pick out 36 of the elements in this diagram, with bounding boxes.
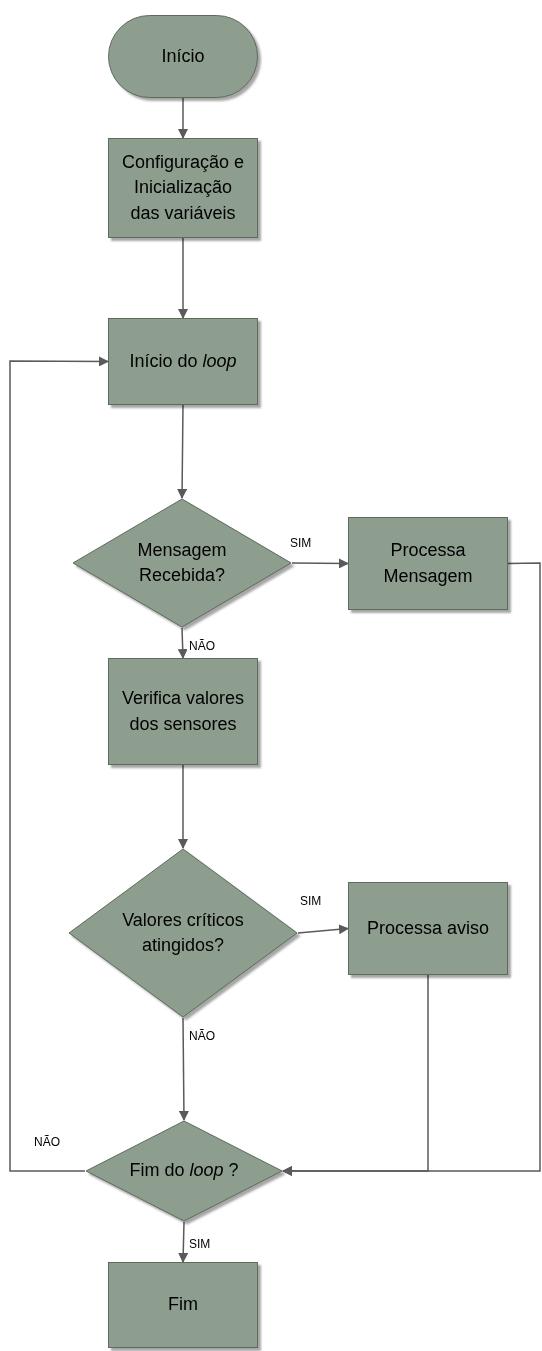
process-box bbox=[108, 138, 258, 238]
decision-diamond bbox=[85, 1120, 283, 1222]
arrow bbox=[291, 558, 349, 569]
decision-diamond bbox=[72, 498, 292, 628]
arrow bbox=[178, 97, 188, 139]
node-text: Mensagem Recebida? bbox=[136, 538, 228, 587]
edge-label: NÃO bbox=[187, 1030, 217, 1042]
edge-label: SIM bbox=[298, 895, 324, 907]
arrow bbox=[177, 404, 188, 499]
process-box bbox=[348, 517, 508, 610]
node-text: Processa aviso bbox=[365, 916, 491, 940]
node-text: Início bbox=[160, 44, 206, 68]
process-box bbox=[108, 318, 258, 405]
node-text: Processa Mensagem bbox=[382, 539, 474, 588]
arrow bbox=[297, 924, 349, 935]
arrow bbox=[178, 764, 188, 849]
node-text: Configuração e Inicialização das variáveis bbox=[120, 151, 246, 225]
edge-label: SIM bbox=[187, 1238, 213, 1250]
process-box bbox=[108, 658, 258, 765]
node-text: Valores críticos atingidos? bbox=[121, 908, 245, 957]
arrow bbox=[177, 627, 188, 659]
arrow bbox=[178, 1221, 189, 1263]
node-text: Fim bbox=[167, 1293, 199, 1317]
arrow bbox=[282, 562, 541, 1176]
edge-label: NÃO bbox=[32, 1136, 62, 1148]
arrow bbox=[178, 237, 188, 319]
node-text: Fim do loop ? bbox=[129, 1159, 239, 1183]
process-box bbox=[348, 882, 508, 975]
arrow bbox=[178, 1017, 189, 1121]
edge-label: NÃO bbox=[187, 640, 217, 652]
arrow bbox=[9, 356, 109, 1172]
decision-diamond bbox=[68, 848, 298, 1018]
node-text: Início do loop bbox=[128, 349, 238, 373]
node-text: Verifica valores dos sensores bbox=[120, 687, 246, 736]
process-box bbox=[108, 1262, 258, 1348]
terminal-shape bbox=[108, 15, 258, 98]
